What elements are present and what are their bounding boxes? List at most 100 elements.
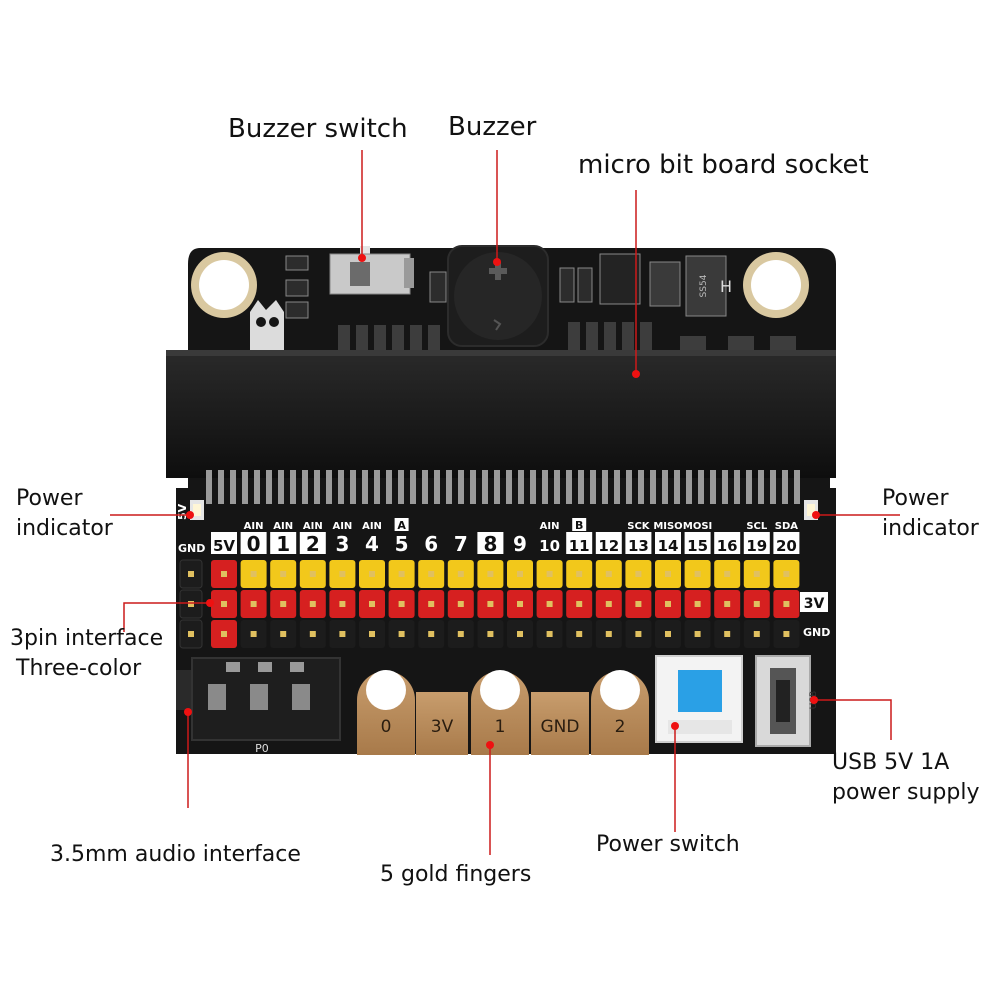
pin-top-label: AIN xyxy=(540,521,560,532)
pin-number-box xyxy=(299,532,326,554)
pin-top-label: MISO xyxy=(653,521,682,532)
line-3pin xyxy=(123,602,210,632)
label-5v-vertical: 5V xyxy=(176,503,189,520)
header-pin-hole xyxy=(635,601,642,607)
socket-pin xyxy=(698,470,704,504)
callout-3pin-1: 3pin interface xyxy=(10,626,164,651)
socket-pin xyxy=(734,470,740,504)
pin-top-label-box xyxy=(572,518,587,531)
header-pin-hole xyxy=(576,571,583,577)
gold-finger-label: 2 xyxy=(615,717,626,737)
pin-top-label: AIN xyxy=(332,521,352,532)
header-pin-hole xyxy=(605,631,612,637)
socket-pin xyxy=(410,470,416,504)
header-pin-hole xyxy=(309,601,316,607)
header-pin-hole xyxy=(753,601,760,607)
callout-audio: 3.5mm audio interface xyxy=(50,842,301,867)
callout-buzzer: Buzzer xyxy=(448,112,537,142)
chip-label-h: H xyxy=(720,277,732,296)
socket-pin xyxy=(602,470,608,504)
pin-top-label: A xyxy=(397,519,406,532)
pin-number-label: 15 xyxy=(687,537,708,555)
audio-p0-label: P0 xyxy=(255,742,269,755)
socket-pin xyxy=(254,470,260,504)
header-pin-hole xyxy=(487,631,494,637)
callout-socket: micro bit board socket xyxy=(578,150,869,180)
header-pin-hole xyxy=(188,601,194,607)
header-pin-hole xyxy=(280,571,287,577)
pin-number-label: 6 xyxy=(424,532,438,556)
pin-number-box xyxy=(566,532,593,554)
gold-finger-hole xyxy=(600,670,640,710)
mount-hole-left xyxy=(191,252,257,318)
pin-top-label: SCK xyxy=(627,521,651,532)
socket-pin xyxy=(434,470,440,504)
gold-finger-hole xyxy=(480,670,520,710)
header-pin-hole xyxy=(753,631,760,637)
power-switch[interactable] xyxy=(655,655,743,743)
socket-pin xyxy=(446,470,452,504)
callout-3pin-2: Three-color xyxy=(16,656,142,681)
header-pin-hole xyxy=(369,571,375,577)
pin-number-label: 7 xyxy=(454,532,468,556)
pin-number-box xyxy=(595,532,622,554)
pin-number-box xyxy=(743,532,770,554)
header-pin-hole xyxy=(665,631,671,637)
callout-usb-1: USB 5V 1A xyxy=(832,750,950,775)
pin-number-label: 14 xyxy=(658,537,679,555)
socket-pin xyxy=(242,470,248,504)
label-gnd-left: GND xyxy=(178,542,205,555)
header-pin-hole xyxy=(546,571,553,577)
pin-top-label: B xyxy=(575,519,583,532)
pin-number-label: 4 xyxy=(365,532,379,556)
socket-pin xyxy=(362,470,368,504)
header-pin-hole xyxy=(457,631,464,637)
socket-pin xyxy=(650,470,656,504)
header-pin-hole xyxy=(517,631,523,637)
label-3v-right: 3V xyxy=(804,596,825,612)
pin-number-box xyxy=(211,532,237,554)
header-pin-hole xyxy=(428,571,435,577)
callout-usb-2: power supply xyxy=(832,780,980,805)
buzzer-switch[interactable] xyxy=(329,246,414,295)
header-pin-hole xyxy=(605,571,612,577)
mount-hole-right xyxy=(743,252,809,318)
header-pin-hole xyxy=(576,631,583,637)
socket-pin xyxy=(542,470,548,504)
header-pin-hole xyxy=(517,571,523,577)
socket-pin xyxy=(590,470,596,504)
audio-jack[interactable] xyxy=(176,657,341,741)
header-pin-hole xyxy=(250,631,257,637)
header-pin-hole xyxy=(576,601,583,607)
header-pin-hole xyxy=(783,571,790,577)
pin-number-label: 3 xyxy=(335,532,349,556)
header-pin-hole xyxy=(457,601,464,607)
usb-port[interactable] xyxy=(755,655,811,747)
socket-pin xyxy=(638,470,644,504)
pin-number-box xyxy=(240,532,267,554)
header-pin-hole xyxy=(250,571,257,577)
header-pin-hole xyxy=(188,631,194,637)
line-usb xyxy=(814,699,892,740)
pin-top-label: AIN xyxy=(273,521,293,532)
pin-number-label: 12 xyxy=(598,537,619,555)
gold-finger-pad[interactable] xyxy=(416,692,468,755)
socket-pin xyxy=(266,470,272,504)
pin-number-label: 9 xyxy=(513,532,527,556)
socket-pin xyxy=(566,470,572,504)
socket-pin xyxy=(722,470,728,504)
socket-pin xyxy=(626,470,632,504)
socket-pin xyxy=(218,470,224,504)
pin-number-box xyxy=(773,532,800,554)
socket-pin xyxy=(290,470,296,504)
gold-finger-pad[interactable] xyxy=(531,692,589,755)
pin-number-label: 5V xyxy=(213,537,235,555)
gold-finger-hole xyxy=(366,670,406,710)
socket-pin xyxy=(758,470,764,504)
callout-power-switch: Power switch xyxy=(596,832,740,857)
header-pin-hole xyxy=(694,631,701,637)
callout-lines xyxy=(110,150,900,855)
pin-number-label: 13 xyxy=(628,537,649,555)
header-pin-hole xyxy=(487,571,494,577)
